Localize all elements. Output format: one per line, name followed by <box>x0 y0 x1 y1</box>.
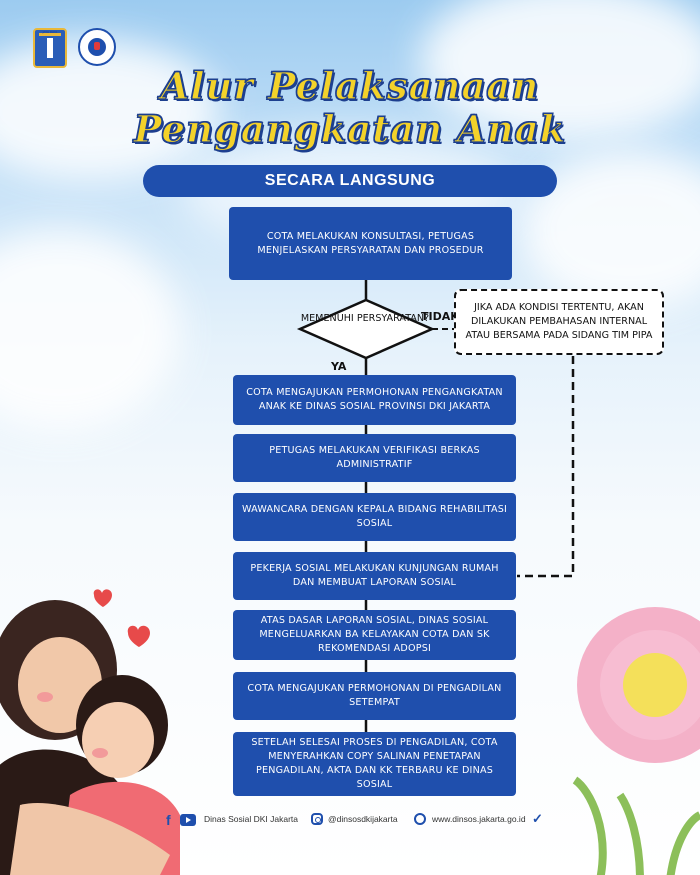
mother-arm <box>10 803 170 875</box>
facebook-icon[interactable]: f <box>166 812 171 828</box>
stem <box>616 792 644 875</box>
step-verification: PETUGAS MELAKUKAN VERIFIKASI BERKAS ADMI… <box>233 434 516 482</box>
instagram-icon[interactable] <box>311 813 323 825</box>
emblem-center-icon <box>94 42 100 50</box>
child-face <box>82 702 154 778</box>
blush <box>92 748 108 758</box>
title-line2: Pengangkatan Anak <box>133 106 567 151</box>
globe-icon[interactable] <box>414 813 426 825</box>
jakarta-logo: JAYA RAYA <box>33 28 67 68</box>
title-line1: Alur Pelaksanaan <box>160 63 540 108</box>
footer-instagram-text[interactable]: @dinsosdkijakarta <box>328 814 398 824</box>
step-court-petition: COTA MENGAJUKAN PERMOHONAN DI PENGADILAN… <box>233 672 516 720</box>
logo-band <box>39 33 61 36</box>
no-label: TIDAK <box>421 310 459 323</box>
step-consultation: COTA MELAKUKAN KONSULTASI, PETUGAS MENJE… <box>229 207 512 280</box>
footer-facebook-youtube-text[interactable]: Dinas Sosial DKI Jakarta <box>204 814 299 824</box>
dinsos-logo <box>78 28 116 66</box>
footer-bar: f Dinas Sosial DKI Jakarta @dinsosdkijak… <box>160 810 700 832</box>
heart-icon <box>93 589 112 607</box>
step-home-visit: PEKERJA SOSIAL MELAKUKAN KUNJUNGAN RUMAH… <box>233 552 516 600</box>
play-glyph <box>186 817 191 823</box>
return-path-line <box>517 356 575 578</box>
cloud <box>420 0 700 140</box>
leaf <box>666 811 700 875</box>
step-interview: WAWANCARA DENGAN KEPALA BIDANG REHABILIT… <box>233 493 516 541</box>
heart-icon <box>127 625 150 647</box>
instagram-lens <box>315 817 321 823</box>
footer-website-text[interactable]: www.dinsos.jakarta.go.id <box>432 814 526 824</box>
logo-text: JAYA RAYA <box>42 30 58 34</box>
yes-label: YA <box>331 360 347 373</box>
step-application: COTA MENGAJUKAN PERMOHONAN PENGANGKATAN … <box>233 375 516 425</box>
dinsos-mark-icon: ✓ <box>532 811 543 826</box>
flower-center <box>623 653 687 717</box>
youtube-icon[interactable] <box>180 814 196 826</box>
monas-icon <box>47 38 53 58</box>
decision-diamond <box>296 298 436 360</box>
mother-child-illustration <box>0 589 180 875</box>
flower-illustration <box>572 607 700 875</box>
step-recommendation: ATAS DASAR LAPORAN SOSIAL, DINAS SOSIAL … <box>233 610 516 660</box>
special-condition-note: JIKA ADA KONDISI TERTENTU, AKAN DILAKUKA… <box>454 289 664 355</box>
decision-label: MEMENUHI PERSYARATAN? <box>300 313 430 324</box>
step-submit-documents: SETELAH SELESAI PROSES DI PENGADILAN, CO… <box>233 732 516 796</box>
subtitle-banner: SECARA LANGSUNG <box>143 165 557 197</box>
blush <box>37 692 53 702</box>
leaf <box>572 776 607 875</box>
